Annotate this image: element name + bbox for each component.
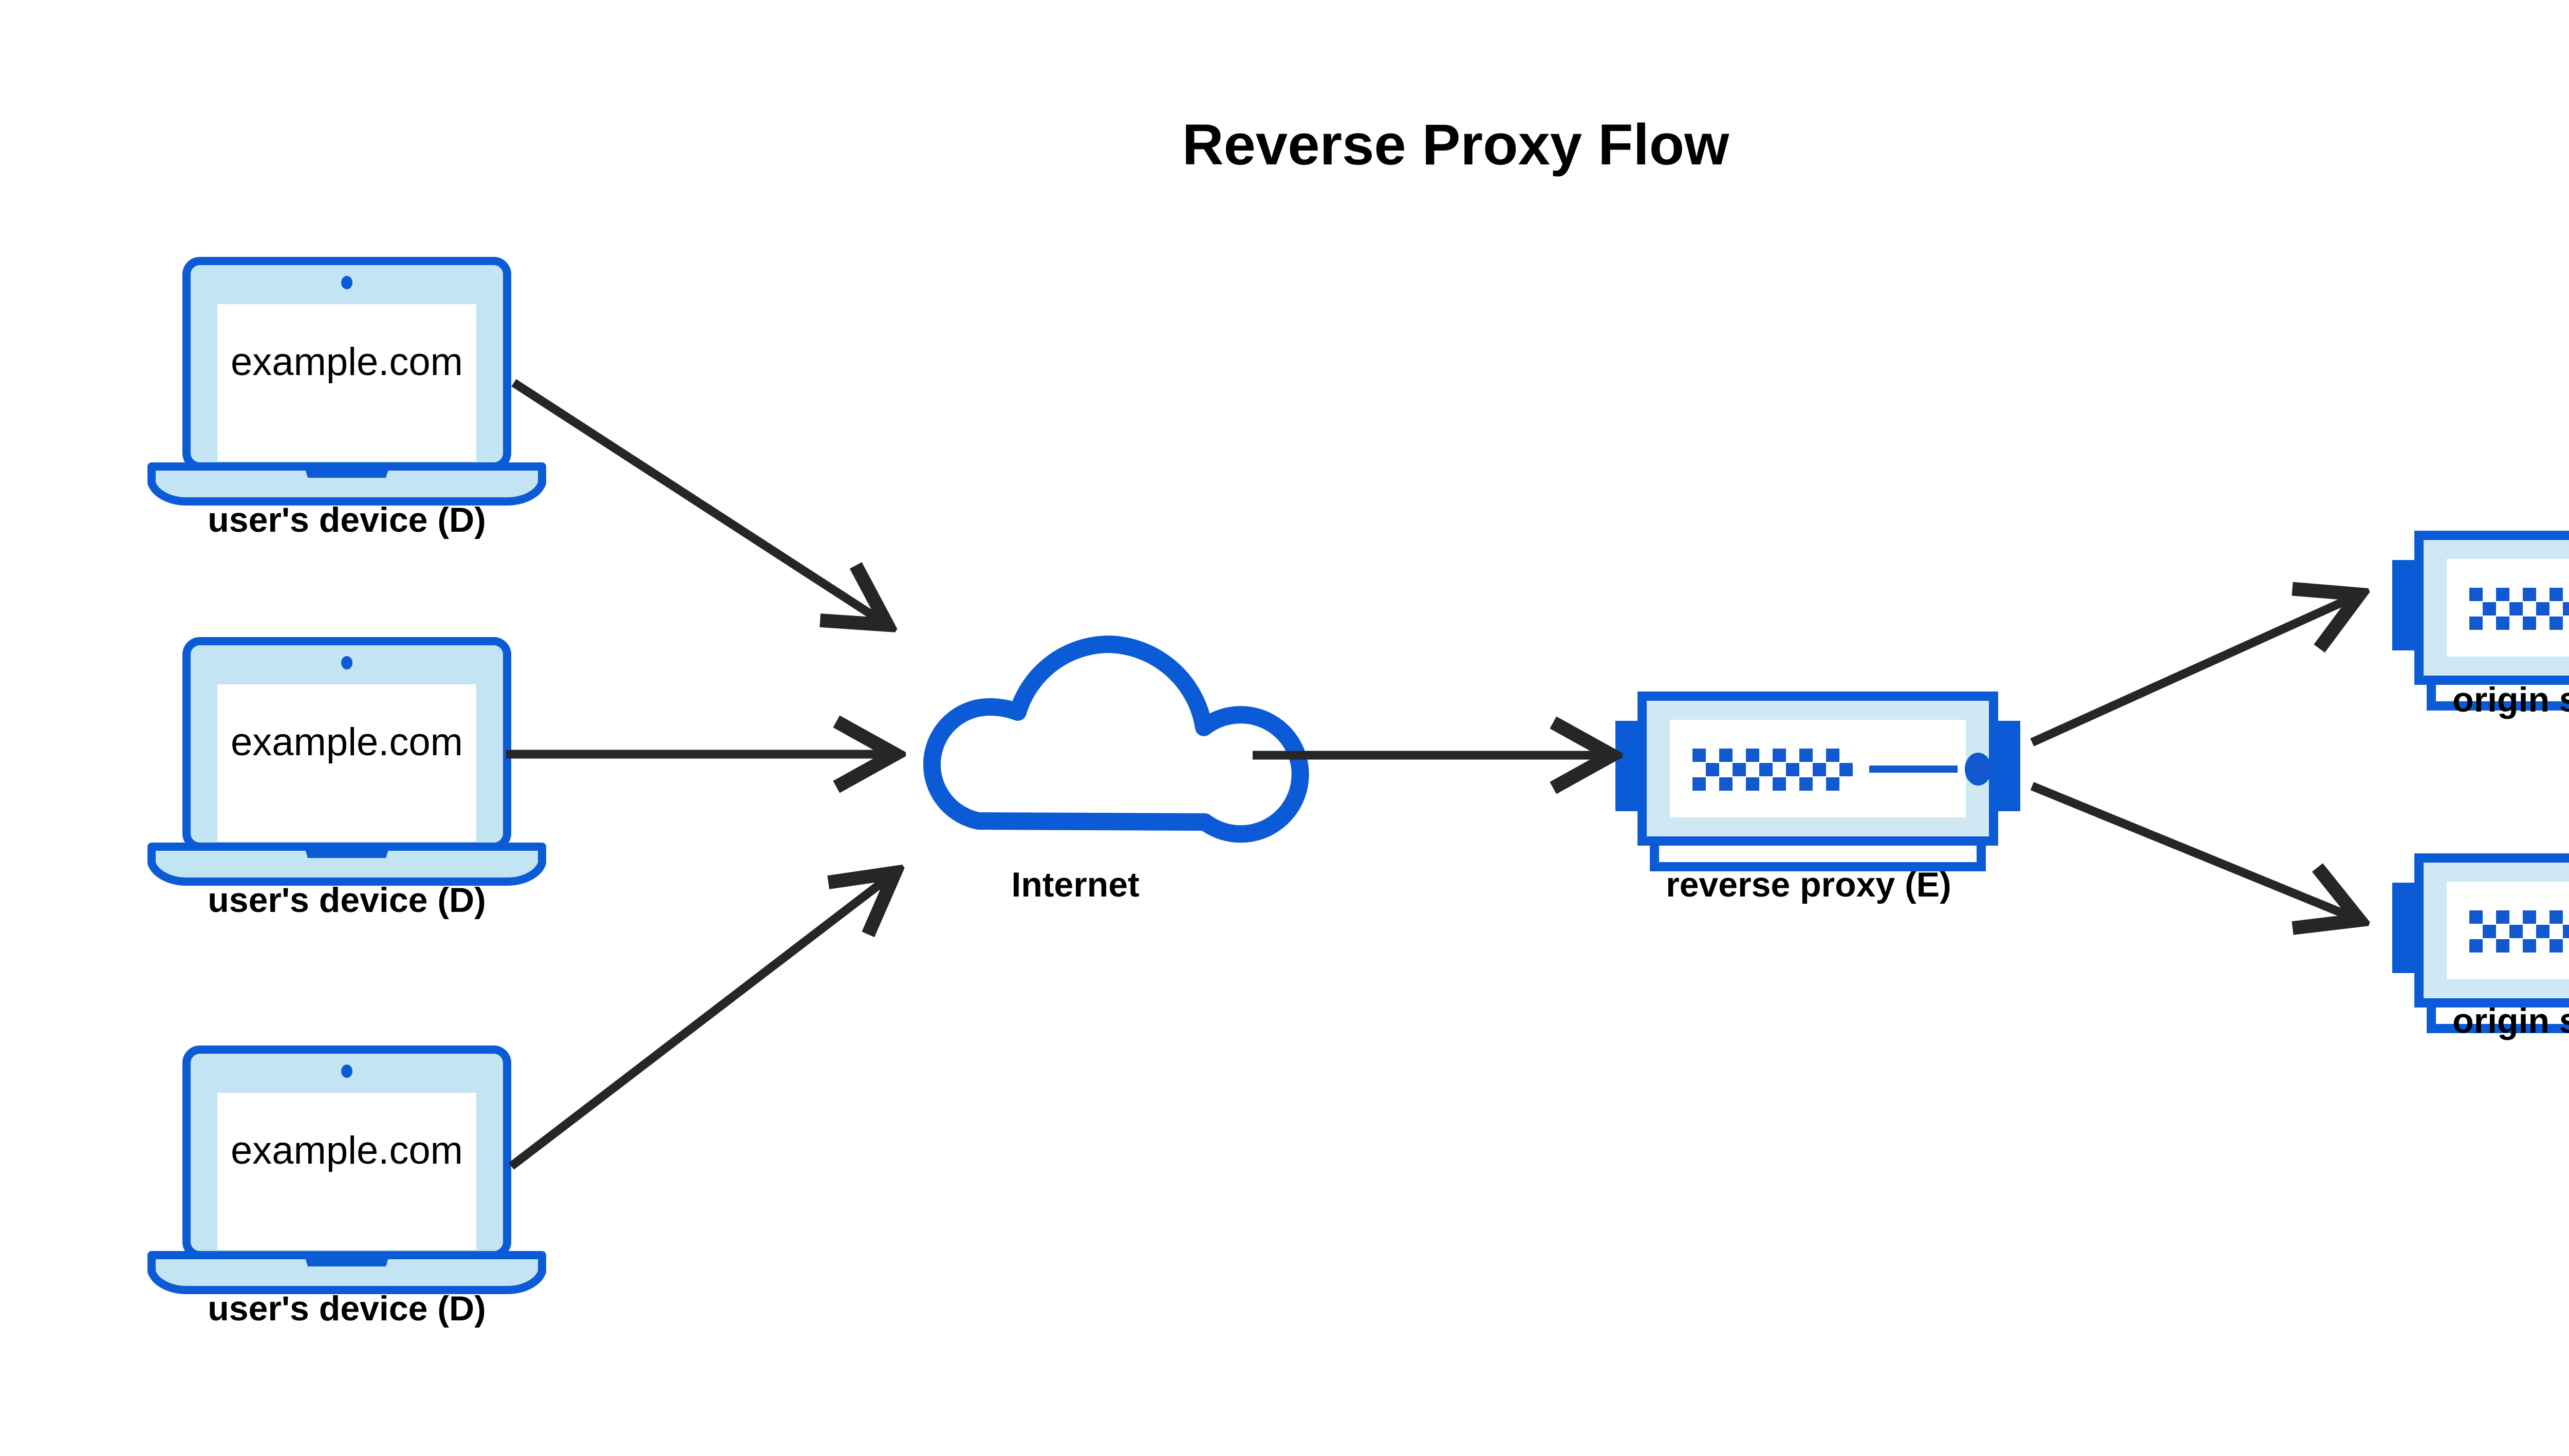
edge-proxy-origin1 <box>2030 595 2358 746</box>
edge-proxy-origin2 <box>2030 782 2358 920</box>
node-client-3[interactable]: example.com user's device (D) <box>152 1050 542 1328</box>
cloud-icon <box>932 644 1300 834</box>
page-title: Reverse Proxy Flow <box>1182 113 1729 177</box>
node-client-2[interactable]: example.com user's device (D) <box>152 641 542 920</box>
internet-label: Internet <box>1011 865 1139 904</box>
node-origin-1[interactable]: origin server (F) <box>2392 535 2569 719</box>
node-client-1[interactable]: example.com user's device (D) <box>152 261 542 539</box>
client-3-label: user's device (D) <box>208 1289 486 1328</box>
client-screen-url: example.com <box>231 1129 463 1172</box>
origin-2-label: origin server (F) <box>2452 1001 2569 1040</box>
origin-1-label: origin server (F) <box>2452 680 2569 719</box>
node-reverse-proxy[interactable]: reverse proxy (E) <box>1615 696 2020 904</box>
reverse-proxy-label: reverse proxy (E) <box>1666 865 1951 904</box>
client-2-label: user's device (D) <box>208 881 486 920</box>
client-screen-url: example.com <box>231 340 463 384</box>
client-1-label: user's device (D) <box>208 500 486 539</box>
server-icon <box>1615 696 2020 867</box>
node-internet[interactable]: Internet <box>932 644 1300 904</box>
edge-client1-internet <box>511 379 886 624</box>
client-screen-url: example.com <box>231 720 463 764</box>
node-origin-2[interactable]: origin server (F) <box>2392 858 2569 1040</box>
edge-client3-internet <box>508 873 894 1170</box>
